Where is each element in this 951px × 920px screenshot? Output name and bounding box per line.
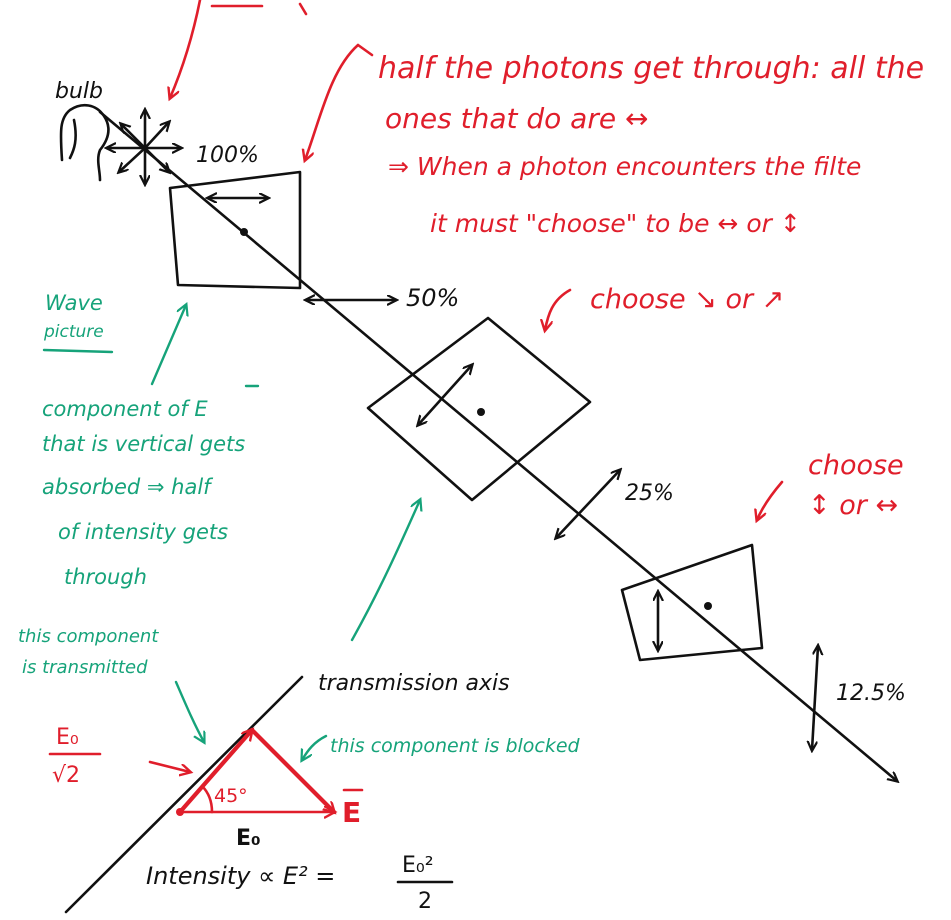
green-note-transmitted-line1: this component [18,626,159,647]
green-pointer-filter-1 [150,305,186,386]
green-note-component-line3: absorbed ⇒ half [42,475,214,499]
red-note-choose-vh: ↕ or ↔ [808,490,898,521]
transmitted-component-vector [177,730,252,815]
unpolarized-light-icon [107,110,181,184]
transmission-axis-label: transmission axis [318,671,510,696]
polarization-after-filter-3 [812,646,818,750]
light-beam [98,110,897,781]
e0-over-root2-numerator: E₀ [56,725,79,750]
green-note-component-line2: that is vertical gets [42,432,245,456]
intensity-label-12-5: 12.5% [836,681,906,706]
polarization-after-filter-2 [556,470,620,538]
blocked-component-vector [249,727,334,812]
green-note-component-line1: component of E [42,397,208,421]
green-note-blocked: this component is blocked [330,735,581,757]
intensity-fraction-numerator: E₀² [402,853,434,878]
green-note-picture: picture [43,322,104,342]
intensity-formula: Intensity ∝ E² = [146,862,335,890]
angle-arc [200,784,214,814]
green-note-component-line5: through [64,565,147,589]
intensity-label-100: 100% [196,143,259,168]
transmission-axis-line [64,675,304,914]
e0-over-root2-denominator: √2 [52,763,80,788]
red-pointer-choose-vh [757,480,784,520]
red-note-when-line1: ⇒ When a photon encounters the filte [388,152,861,181]
filter-3-center-dot [704,602,712,610]
green-underline-wave-picture [42,348,114,354]
red-pointer-choose-diag [545,288,572,330]
e0-label: E₀ [236,826,261,851]
vector-origin-dot [176,808,184,816]
red-note-choose-diag: choose ↘ or ↗ [590,284,784,315]
intensity-label-25: 25% [625,481,674,506]
polarizer-filter-2 [366,316,592,502]
polarizer-filter-1 [168,170,302,290]
red-pointer-to-bulb [170,0,202,98]
green-note-transmitted-line2: is transmitted [22,657,148,678]
green-note-component-line4: of intensity gets [58,520,228,544]
filter-1-center-dot [240,228,248,236]
green-pointer-blocked [302,734,328,760]
intensity-label-50: 50% [406,284,459,312]
red-bracket-half [305,43,374,160]
intensity-fraction-denominator: 2 [418,889,432,914]
red-partial-underline [210,2,308,16]
polarizer-filter-3 [620,543,764,662]
red-note-choose-word: choose [808,450,904,481]
angle-label: 45° [214,785,248,807]
red-note-when-line2: it must "choose" to be ↔ or ↕ [430,209,801,238]
bulb-label: bulb [55,79,103,104]
e-vector-label: E [342,796,361,829]
red-note-half-line2: ones that do are ↔ [385,102,648,135]
filter-2-axis-arrow [418,365,472,425]
red-note-half-line1: half the photons get through: all the [378,51,924,86]
green-pointer-filter-2 [350,500,420,642]
red-pointer-e0-root2 [148,760,190,772]
filter-2-center-dot [477,408,485,416]
bulb-icon [59,103,110,182]
green-note-wave: Wave [45,291,103,315]
green-pointer-transmitted [174,680,204,742]
